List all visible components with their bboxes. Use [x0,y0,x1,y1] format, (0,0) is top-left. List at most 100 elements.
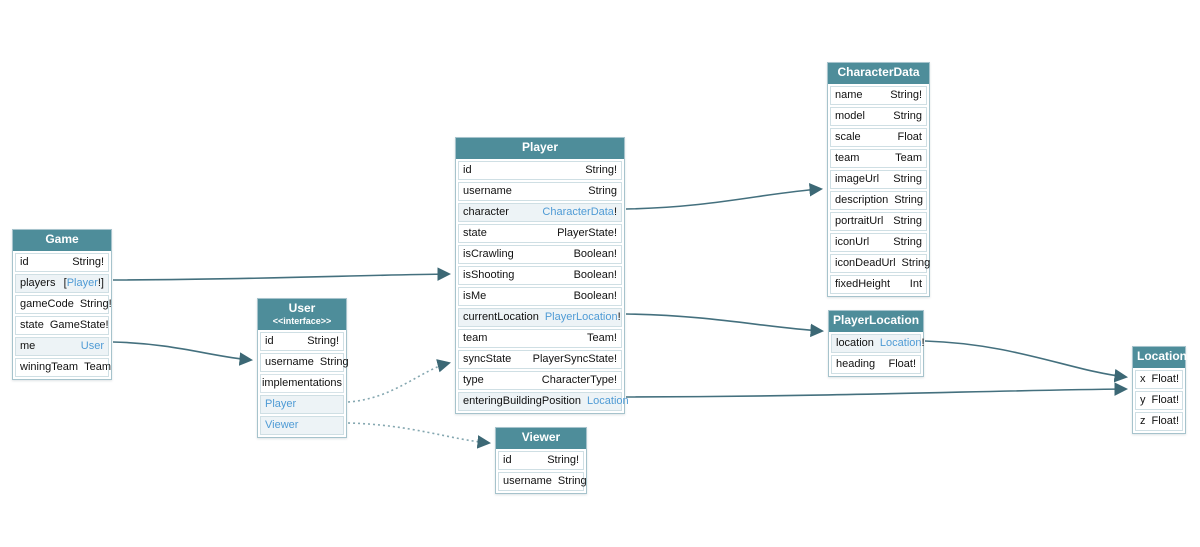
type-link[interactable]: PlayerLocation [544,310,618,323]
field-name: y [1140,393,1146,406]
field-type: Int [910,278,922,291]
field-name[interactable]: Player [265,398,297,411]
field-type: Float! [1152,394,1180,407]
field-name[interactable]: Viewer [265,419,299,432]
type-text: ! [617,310,621,323]
type-text: String [588,184,617,197]
field-type[interactable]: Location [587,395,629,408]
edge-user-player-to-player[interactable] [347,359,451,403]
table-header-location[interactable]: Location [1133,347,1187,368]
table-title: Game [45,232,79,246]
table-header-characterdata[interactable]: CharacterData [828,63,929,84]
field-type: String [320,356,349,369]
table-title: Viewer [521,430,561,444]
edge-player-currentlocation-to-playerlocation[interactable] [625,313,825,338]
edge-player-enteringbuildingposition-to-location[interactable] [625,382,1129,398]
table-header-game[interactable]: Game [13,230,111,251]
table-header-player[interactable]: Player [456,138,624,159]
type-link[interactable]: Location [879,336,922,349]
field-name: enteringBuildingPosition [463,394,582,407]
type-text: ! [613,205,617,218]
table-header-playerlocation[interactable]: PlayerLocation [829,311,923,332]
field-type[interactable]: PlayerLocation! [545,311,621,324]
type-link[interactable]: Location [587,394,629,407]
type-text: PlayerState! [557,226,617,239]
field-type[interactable]: User [81,340,104,353]
field-type[interactable]: CharacterData! [542,206,617,219]
field-name: location [836,336,874,349]
edge-game-me-to-user[interactable] [112,341,254,366]
type-link[interactable]: User [80,339,104,352]
table-title: PlayerLocation [833,313,920,327]
type-text: Float! [888,357,916,370]
field-row-Player[interactable]: Player [260,395,344,415]
field-name: x [1140,372,1146,385]
table-header-viewer[interactable]: Viewer [496,428,586,449]
type-text: String [893,172,922,185]
field-row-location[interactable]: location Location! [831,333,925,353]
type-link[interactable]: CharacterData [542,205,614,218]
edge-playerlocation-location-to-location[interactable] [924,340,1129,383]
section-row-implementations[interactable]: implementations [260,374,344,394]
field-type[interactable]: [Player!] [64,277,104,290]
field-type[interactable]: Location! [880,337,925,350]
type-text: String! [585,163,617,176]
field-name: isCrawling [463,247,514,260]
field-row-Viewer[interactable]: Viewer [260,416,344,436]
edge-game-players-to-player[interactable] [112,267,452,281]
field-type: String [558,475,587,488]
edge-user-viewer-to-viewer[interactable] [347,422,492,449]
field-row-players[interactable]: players[Player!] [15,273,109,293]
field-type: Team [84,361,111,374]
field-row-y[interactable]: y Float! [1135,390,1183,410]
type-text: Float [897,130,922,143]
field-name: id [265,335,274,348]
table-header-user[interactable]: User<<interface>> [258,299,346,331]
field-row-enteringBuildingPosition[interactable]: enteringBuildingPosition Location [458,391,629,411]
edge-player-character-to-characterdata[interactable] [625,182,824,210]
field-type: String! [547,454,579,467]
type-link[interactable]: Player [66,276,98,289]
